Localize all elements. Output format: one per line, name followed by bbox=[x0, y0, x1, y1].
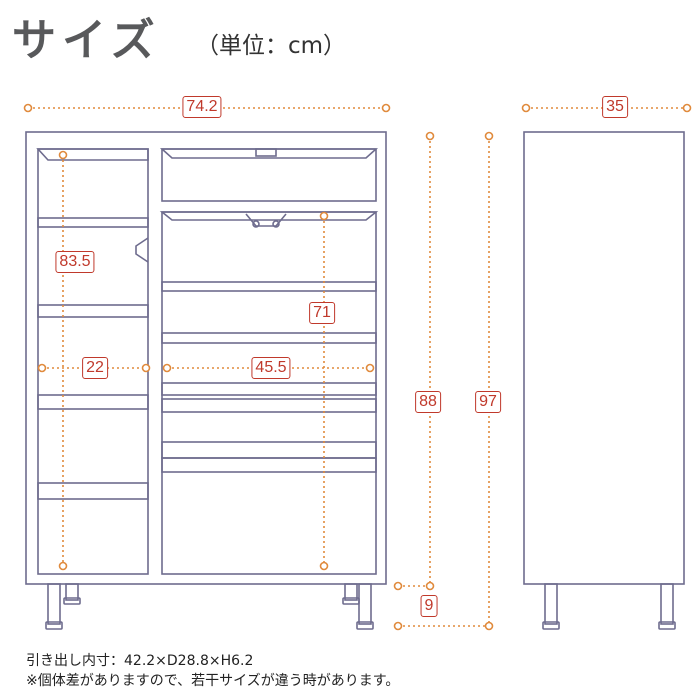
right-shelf-4 bbox=[161, 398, 377, 413]
hinge-knob-2 bbox=[272, 220, 280, 228]
endpoint bbox=[37, 363, 47, 373]
side-leg-foot-left bbox=[542, 621, 560, 630]
endpoint bbox=[381, 103, 391, 113]
endpoint bbox=[58, 561, 68, 571]
leg-foot-front-left bbox=[45, 621, 63, 630]
side-view bbox=[523, 131, 685, 630]
cabinet-body-front bbox=[25, 131, 387, 585]
depth-label: 35 bbox=[602, 96, 628, 118]
side-leg-left bbox=[544, 583, 558, 625]
endpoint bbox=[393, 581, 403, 591]
side-leg-right bbox=[660, 583, 674, 625]
body-height-label: 88 bbox=[415, 391, 441, 413]
right-shelf-2 bbox=[161, 332, 377, 344]
endpoint bbox=[425, 581, 435, 591]
leg-foot-rear-right bbox=[342, 597, 360, 605]
total-height-label: 97 bbox=[475, 391, 501, 413]
right-shelf-6 bbox=[161, 457, 377, 473]
endpoint bbox=[393, 621, 403, 631]
leg-height-label: 9 bbox=[420, 595, 438, 617]
endpoint bbox=[484, 621, 494, 631]
drawer-top-bevel bbox=[159, 148, 379, 159]
leg-front-left bbox=[47, 583, 61, 625]
left-door-hinge bbox=[135, 237, 149, 263]
hinge-knob-1 bbox=[252, 220, 260, 228]
endpoint bbox=[141, 363, 151, 373]
side-leg-foot-right bbox=[658, 621, 676, 630]
leg-front-right bbox=[358, 583, 372, 625]
left-top-bevel bbox=[36, 148, 149, 161]
right-shelf-1 bbox=[161, 281, 377, 292]
right-shelf-3 bbox=[161, 382, 377, 396]
endpoint bbox=[162, 363, 172, 373]
drawer-handle bbox=[255, 148, 277, 157]
leg-rear-left bbox=[65, 583, 79, 601]
drawer bbox=[161, 148, 377, 202]
leg-rear-right bbox=[344, 583, 358, 601]
right-shelf-5 bbox=[161, 441, 377, 459]
endpoint bbox=[682, 103, 692, 113]
width-label: 74.2 bbox=[182, 96, 222, 118]
front-view bbox=[25, 131, 387, 630]
left-shelf-3 bbox=[37, 394, 149, 410]
disclaimer-note: ※個体差がありますので、若干サイズが違う時があります。 bbox=[26, 673, 400, 689]
endpoint bbox=[365, 363, 375, 373]
inner-height-right-label: 71 bbox=[309, 302, 335, 324]
left-shelf-1 bbox=[37, 217, 149, 228]
dimension-lines bbox=[28, 107, 687, 627]
dimension-endpoints bbox=[23, 103, 692, 631]
right-compartment bbox=[161, 211, 377, 575]
cabinet-body-side bbox=[523, 131, 685, 585]
leg-foot-front-right bbox=[356, 621, 374, 630]
page-title: サイズ bbox=[12, 15, 161, 66]
inner-width-left-label: 22 bbox=[82, 357, 108, 379]
left-shelf-4 bbox=[37, 482, 149, 500]
left-shelf-2 bbox=[37, 304, 149, 318]
unit-label: （単位：cm） bbox=[196, 33, 347, 59]
right-door-hinge bbox=[245, 213, 287, 227]
endpoint bbox=[23, 103, 33, 113]
inner-height-left-label: 83.5 bbox=[55, 251, 95, 273]
leg-foot-rear-left bbox=[63, 597, 81, 605]
endpoint bbox=[425, 131, 435, 141]
endpoint bbox=[521, 103, 531, 113]
endpoint bbox=[58, 150, 68, 160]
endpoint bbox=[319, 211, 329, 221]
right-top-bevel bbox=[159, 211, 379, 221]
inner-width-right-label: 45.5 bbox=[251, 357, 291, 379]
endpoint bbox=[319, 561, 329, 571]
drawer-inner-size-note: 引き出し内寸：42.2×D28.8×H6.2 bbox=[26, 653, 254, 669]
endpoint bbox=[484, 131, 494, 141]
